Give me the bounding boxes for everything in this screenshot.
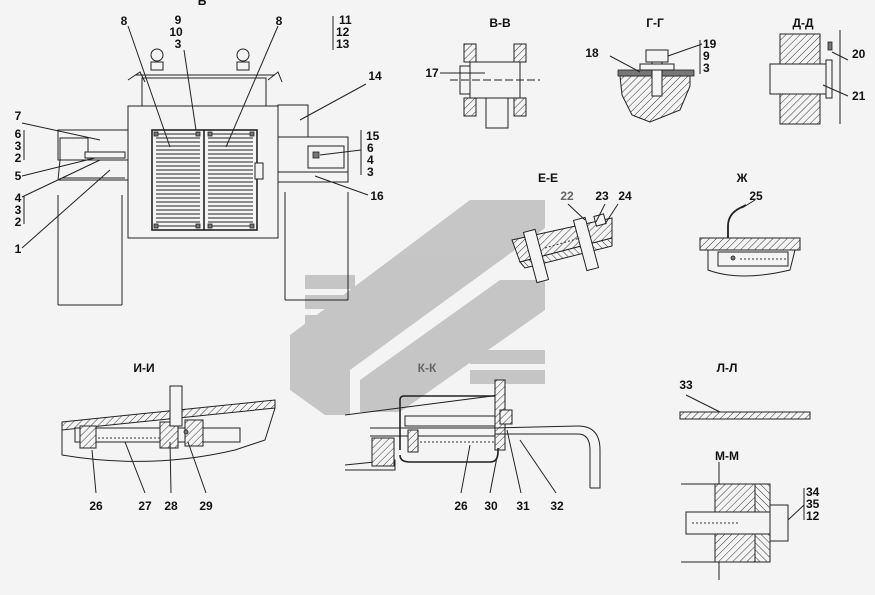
callout-2-left-2: 2 bbox=[15, 215, 22, 229]
callout-9-g: 9 bbox=[703, 49, 710, 63]
callout-31: 31 bbox=[516, 499, 530, 513]
section-label-e-e: Е-Е bbox=[538, 171, 558, 185]
callout-4-left: 4 bbox=[15, 191, 22, 205]
callout-20: 20 bbox=[852, 47, 866, 61]
callout-2-left: 2 bbox=[15, 151, 22, 165]
callout-6-right: 6 bbox=[367, 141, 374, 155]
section-g-g bbox=[609, 40, 703, 123]
callout-9: 9 bbox=[175, 13, 182, 27]
callout-11: 11 bbox=[339, 13, 352, 27]
callout-numbers: 8 9 10 3 8 11 12 13 14 7 6 3 2 5 4 3 2 1… bbox=[15, 13, 866, 523]
grille-lines-left bbox=[156, 133, 200, 227]
callout-21: 21 bbox=[852, 89, 866, 103]
callout-5: 5 bbox=[15, 169, 22, 183]
callout-3-left: 3 bbox=[15, 139, 22, 153]
callout-30: 30 bbox=[484, 499, 498, 513]
callout-26b: 26 bbox=[454, 499, 468, 513]
callout-33: 33 bbox=[679, 378, 693, 392]
callout-25: 25 bbox=[749, 189, 763, 203]
callout-26a: 26 bbox=[89, 499, 103, 513]
section-l-l bbox=[679, 394, 811, 420]
callout-28: 28 bbox=[164, 499, 178, 513]
callout-34: 34 bbox=[806, 485, 820, 499]
callout-8a: 8 bbox=[121, 14, 128, 28]
callout-3-right: 3 bbox=[367, 165, 374, 179]
section-e-e bbox=[511, 203, 619, 284]
section-zh bbox=[699, 199, 801, 277]
section-i-i bbox=[61, 385, 276, 494]
callout-23: 23 bbox=[595, 189, 609, 203]
section-label-k-k: К-К bbox=[418, 361, 437, 375]
main-leaders bbox=[21, 16, 369, 249]
callout-35: 35 bbox=[806, 497, 820, 511]
grille-lines-right bbox=[208, 133, 253, 227]
section-label-zh: Ж bbox=[736, 171, 748, 185]
section-v-v bbox=[440, 43, 540, 129]
callout-1: 1 bbox=[15, 242, 22, 256]
watermark-logo bbox=[290, 200, 545, 415]
callout-12: 12 bbox=[336, 25, 350, 39]
callout-13: 13 bbox=[336, 37, 350, 51]
callout-17: 17 bbox=[425, 66, 439, 80]
callout-24: 24 bbox=[618, 189, 632, 203]
callout-3-top: 3 bbox=[175, 37, 182, 51]
callout-6-left: 6 bbox=[15, 127, 22, 141]
section-m-m bbox=[681, 462, 805, 580]
callout-15: 15 bbox=[366, 129, 380, 143]
section-label-v-v: В-В bbox=[489, 16, 511, 30]
callout-14: 14 bbox=[368, 69, 382, 83]
section-label-i-i: И-И bbox=[133, 361, 154, 375]
callout-10: 10 bbox=[169, 25, 183, 39]
callout-3-g: 3 bbox=[703, 61, 710, 75]
callout-8b: 8 bbox=[276, 14, 283, 28]
callout-27: 27 bbox=[138, 499, 152, 513]
callout-22: 22 bbox=[560, 189, 574, 203]
section-label-l-l: Л-Л bbox=[717, 361, 738, 375]
callout-12-m: 12 bbox=[806, 509, 820, 523]
callout-19: 19 bbox=[703, 37, 717, 51]
view-label-b: Б bbox=[198, 0, 207, 8]
section-k-k bbox=[344, 379, 601, 494]
section-label-m-m: М-М bbox=[715, 449, 739, 463]
section-d-d bbox=[769, 30, 849, 125]
callout-4-right: 4 bbox=[367, 153, 374, 167]
callout-16: 16 bbox=[370, 189, 384, 203]
section-label-g-g: Г-Г bbox=[646, 16, 664, 30]
callout-18: 18 bbox=[585, 46, 599, 60]
callout-7: 7 bbox=[15, 109, 22, 123]
callout-3-left-2: 3 bbox=[15, 203, 22, 217]
callout-32: 32 bbox=[550, 499, 564, 513]
callout-29: 29 bbox=[199, 499, 213, 513]
section-titles: Б В-В Г-Г Д-Д Е-Е Ж И-И К-К Л-Л М-М bbox=[133, 0, 814, 463]
section-label-d-d: Д-Д bbox=[792, 16, 814, 30]
